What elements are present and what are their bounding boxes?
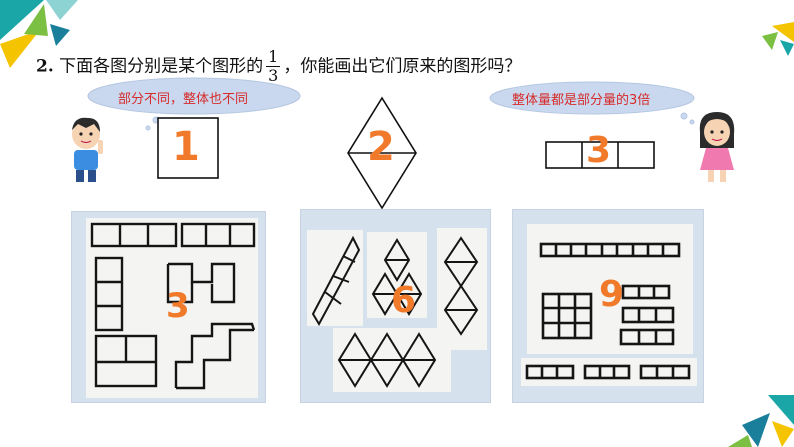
shape-strip-label: 3 — [586, 130, 612, 171]
shape-rhombus — [347, 96, 417, 210]
shape-rhombus-label: 2 — [367, 124, 395, 170]
speech-bubble-left-text: 部分不同，整体也不同 — [118, 92, 249, 107]
fraction-denominator: 3 — [268, 66, 279, 85]
shape-square-label: 1 — [172, 124, 200, 170]
photo-middle-drawings — [311, 235, 479, 388]
photo-left-label: 3 — [166, 286, 190, 326]
girl-character — [699, 112, 735, 182]
photo-right: 9 — [512, 209, 704, 403]
corner-triangles-top-left — [0, 0, 78, 68]
corner-triangles-bottom-right — [728, 395, 794, 447]
photo-middle-label: 6 — [391, 280, 417, 321]
shape-square — [157, 117, 219, 179]
question-text-before: 下面各图分别是某个图形的 — [59, 56, 264, 77]
photo-right-label: 9 — [599, 274, 625, 315]
corner-triangles-top-right — [762, 22, 794, 56]
photo-left-drawings — [90, 222, 256, 390]
question-text-after: ，你能画出它们原来的图形吗？ — [283, 56, 522, 77]
photo-right-drawings — [525, 242, 691, 380]
boy-character — [72, 117, 103, 182]
fraction-numerator: 1 — [266, 47, 281, 67]
speech-bubble-left — [87, 77, 301, 131]
photo-left: 3 — [71, 211, 266, 403]
photo-middle: 6 — [300, 209, 491, 403]
shape-strip — [545, 141, 655, 169]
question-number: 2. — [36, 56, 54, 77]
speech-bubble-right-text: 整体量都是部分量的3倍 — [512, 93, 651, 108]
speech-bubble-right — [489, 81, 695, 125]
